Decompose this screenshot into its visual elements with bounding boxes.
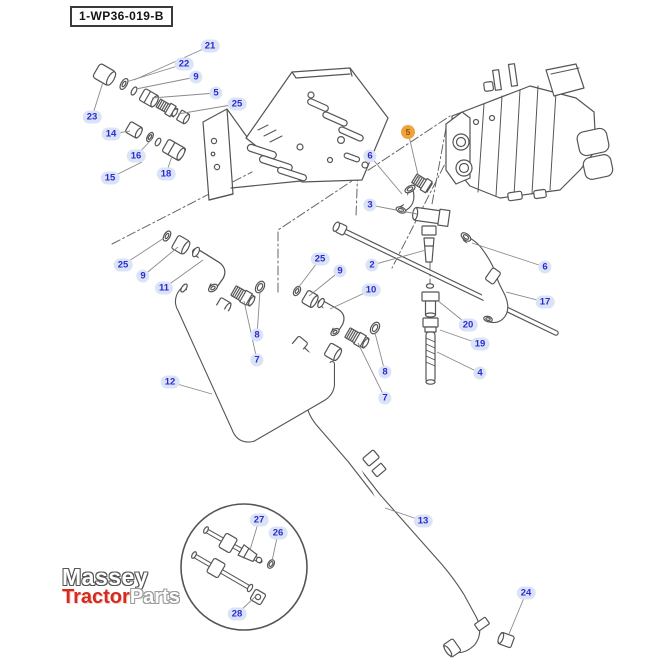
leader-line-6 — [471, 242, 546, 268]
callout-13[interactable]: 13 — [413, 514, 433, 528]
fitting-chain-top — [92, 63, 191, 125]
callout-4[interactable]: 4 — [473, 366, 487, 380]
callout-9[interactable]: 9 — [333, 264, 347, 278]
tee-fitting-stack — [412, 206, 451, 385]
callout-12[interactable]: 12 — [160, 375, 180, 389]
nut-24 — [497, 631, 515, 649]
drawing-code: 1-WP36-019-B — [79, 9, 164, 23]
elbow-10-group — [292, 285, 345, 337]
callout-2[interactable]: 2 — [365, 258, 379, 272]
logo-word-tractor: Tractor — [62, 586, 130, 609]
mounting-plate — [202, 67, 389, 201]
leader-line-8 — [256, 290, 261, 336]
leader-line-7 — [357, 342, 386, 399]
leader-line-3 — [369, 204, 418, 215]
callout-8[interactable]: 8 — [250, 328, 264, 342]
callout-25[interactable]: 25 — [113, 258, 133, 272]
callout-9[interactable]: 9 — [189, 70, 203, 84]
callout-24[interactable]: 24 — [516, 586, 536, 600]
leader-line-4 — [436, 351, 481, 374]
callout-19[interactable]: 19 — [470, 337, 490, 351]
callout-27[interactable]: 27 — [249, 513, 269, 527]
callout-17[interactable]: 17 — [535, 295, 555, 309]
callout-20[interactable]: 20 — [458, 318, 478, 332]
callout-highlighted-5[interactable]: 5 — [401, 125, 415, 139]
callout-22[interactable]: 22 — [174, 57, 194, 71]
callout-10[interactable]: 10 — [361, 283, 381, 297]
leader-line-22 — [125, 63, 185, 83]
callout-15[interactable]: 15 — [100, 171, 120, 185]
callout-21[interactable]: 21 — [200, 39, 220, 53]
drawing-code-box: 1-WP36-019-B — [70, 6, 173, 27]
callout-6[interactable]: 6 — [363, 149, 377, 163]
callout-23[interactable]: 23 — [82, 110, 102, 124]
leader-line-24 — [508, 592, 527, 635]
callout-18[interactable]: 18 — [156, 167, 176, 181]
site-logo: Massey TractorParts — [62, 564, 180, 609]
elbow-6-left — [395, 173, 433, 214]
callout-5[interactable]: 5 — [209, 86, 223, 100]
callout-26[interactable]: 26 — [268, 526, 288, 540]
callout-7[interactable]: 7 — [378, 391, 392, 405]
connector-7-group-2 — [324, 321, 381, 362]
callout-9[interactable]: 9 — [136, 269, 150, 283]
callout-11[interactable]: 11 — [154, 281, 174, 295]
callout-28[interactable]: 28 — [227, 607, 247, 621]
hose-17 — [460, 232, 509, 323]
callout-16[interactable]: 16 — [126, 149, 146, 163]
callout-25[interactable]: 25 — [310, 252, 330, 266]
callout-25[interactable]: 25 — [227, 97, 247, 111]
leader-line-5 — [151, 92, 217, 99]
callout-14[interactable]: 14 — [101, 127, 121, 141]
logo-word-parts: Parts — [129, 586, 180, 609]
fitting-chain-second — [125, 121, 187, 161]
callout-6[interactable]: 6 — [538, 260, 552, 274]
valve-block — [445, 63, 614, 202]
leader-line-5 — [407, 131, 420, 180]
leader-line-9 — [142, 246, 179, 277]
leader-line-6 — [369, 155, 403, 195]
leader-line-9 — [135, 76, 197, 90]
pipe-2 — [332, 221, 559, 336]
logo-word-massey: Massey — [62, 564, 149, 590]
leader-line-21 — [133, 45, 211, 81]
callout-8[interactable]: 8 — [378, 365, 392, 379]
callout-7[interactable]: 7 — [250, 353, 264, 367]
callout-3[interactable]: 3 — [363, 198, 377, 212]
leader-line-25 — [177, 103, 238, 115]
leader-line-2 — [371, 249, 427, 266]
